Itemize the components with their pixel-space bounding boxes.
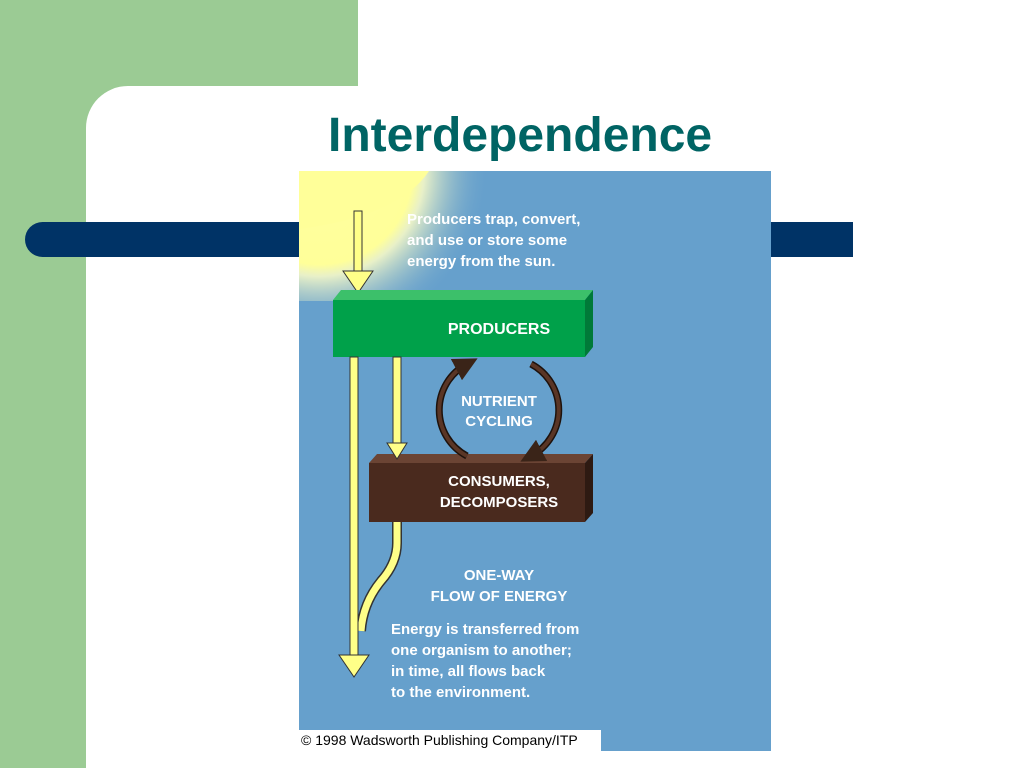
producers-to-consumers-arrow <box>386 356 408 460</box>
producers-box <box>333 290 593 357</box>
energy-flow-diagram: Producers trap, convert, and use or stor… <box>299 171 771 751</box>
nutrient-cycling-label: NUTRIENT CYCLING <box>461 393 537 430</box>
nutrient-cycle-arrows <box>435 358 563 462</box>
one-way-flow-arrow <box>338 356 402 678</box>
consumers-box <box>369 454 593 522</box>
slide-title: Interdependence <box>328 109 713 162</box>
producers-note: Producers trap, convert, and use or stor… <box>407 211 581 270</box>
producers-label: PRODUCERS <box>447 321 551 338</box>
copyright-notice: © 1998 Wadsworth Publishing Company/ITP <box>299 730 601 751</box>
one-way-flow-label: ONE-WAY FLOW OF ENERGY <box>430 567 568 605</box>
consumers-decomposers-label: CONSUMERS, DECOMPOSERS <box>439 473 559 511</box>
sun <box>299 171 429 229</box>
diagram-graphics <box>299 171 771 751</box>
energy-transfer-note: Energy is transferred from one organism … <box>391 621 580 701</box>
sun-energy-arrow <box>342 210 374 294</box>
